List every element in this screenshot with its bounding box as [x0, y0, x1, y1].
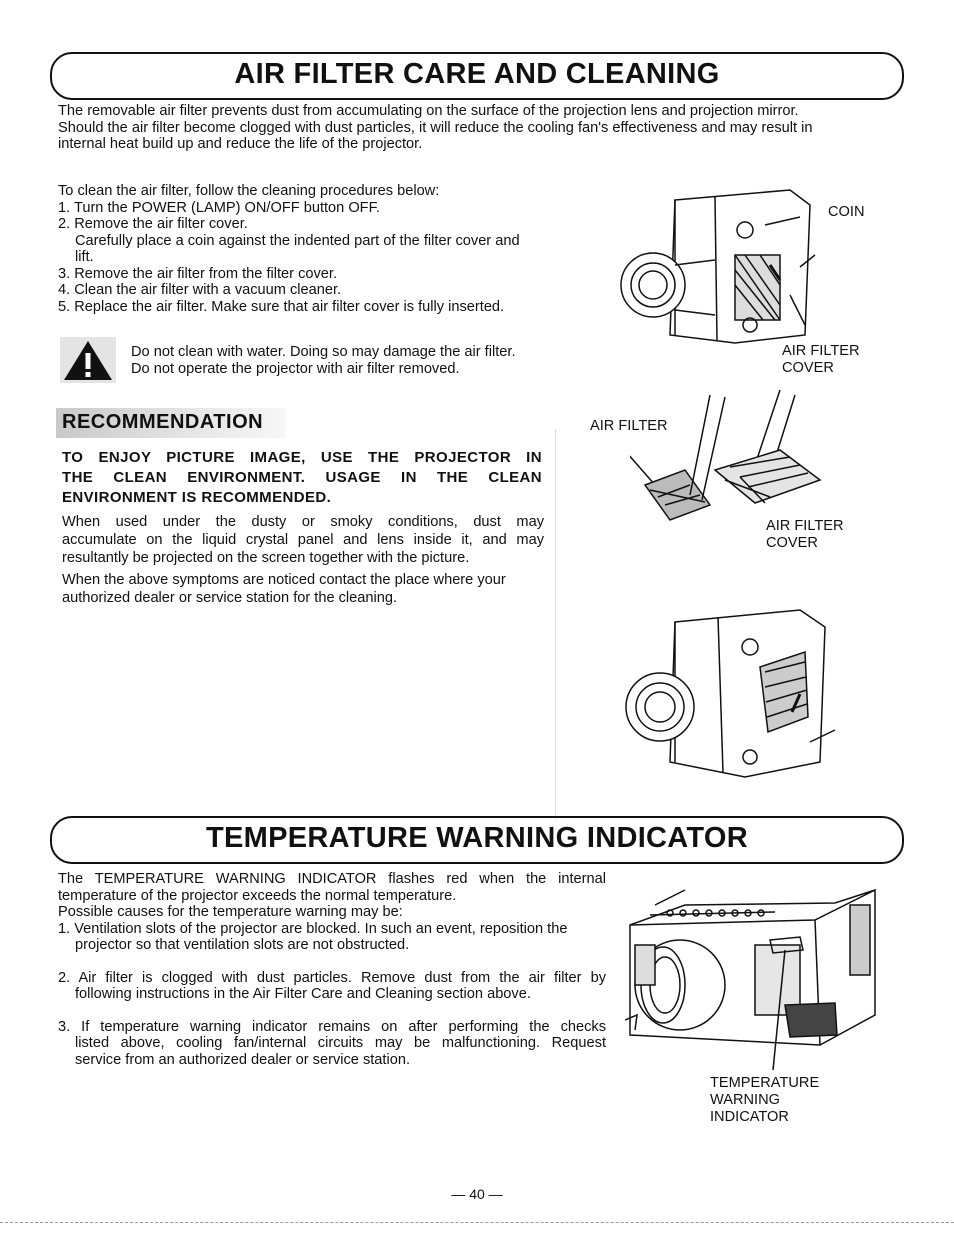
intro-line: The removable air filter prevents dust f… [58, 103, 799, 119]
section-title: TEMPERATURE WARNING INDICATOR [206, 822, 748, 854]
recommendation-bar [56, 408, 286, 438]
step-item: 3. Remove the air filter from the filter… [58, 265, 338, 282]
cause-detail: following instructions in the Air Filter… [75, 986, 531, 1002]
body-line: When used under the dusty or smoky condi… [62, 514, 544, 530]
warning-text: Do not clean with water. Doing so may da… [131, 344, 571, 377]
section-banner-air-filter: AIR FILTER CARE AND CLEANING [50, 52, 904, 100]
recommendation-title: RECOMMENDATION [62, 411, 264, 433]
cause-detail: service from an authorized dealer or ser… [75, 1051, 411, 1068]
section-title: AIR FILTER CARE AND CLEANING [234, 58, 720, 90]
step-detail: lift. [75, 249, 94, 265]
scan-edge-line [0, 1222, 954, 1223]
cause-item: 2. Air filter is clogged with dust parti… [58, 969, 606, 986]
body-line: When the above symptoms are noticed cont… [62, 572, 506, 588]
intro-paragraph: The removable air filter prevents dust f… [58, 103, 898, 153]
step-detail: Carefully place a coin against the inden… [75, 232, 520, 249]
temp-line: temperature of the projector exceeds the… [58, 887, 457, 904]
temp-line: The TEMPERATURE WARNING INDICATOR flashe… [58, 871, 606, 887]
coin-label: COIN [828, 204, 865, 220]
air-filter-label: AIR FILTER [590, 418, 668, 434]
body-line: accumulate on the liquid crystal panel a… [62, 532, 544, 548]
steps-intro: To clean the air filter, follow the clea… [58, 183, 440, 199]
projector-coin-illustration [620, 189, 816, 344]
page-number: — 40 — [451, 1186, 503, 1202]
cleaning-steps: To clean the air filter, follow the clea… [58, 183, 578, 315]
step-item: 4. Clean the air filter with a vacuum cl… [58, 282, 342, 298]
label-line: COVER [766, 535, 818, 551]
temperature-indicator-label: TEMPERATURE WARNING INDICATOR [710, 1075, 819, 1126]
headline-line: THE CLEAN ENVIRONMENT. USAGE IN THE CLEA… [62, 469, 542, 486]
intro-line: Should the air filter become clogged wit… [58, 119, 813, 136]
cause-detail: listed above, cooling fan/internal circu… [75, 1035, 606, 1051]
filter-removal-illustration [630, 389, 822, 521]
cause-item: 3. If temperature warning indicator rema… [58, 1018, 606, 1035]
headline-line: TO ENJOY PICTURE IMAGE, USE THE PROJECTO… [62, 449, 542, 466]
section-banner-temperature: TEMPERATURE WARNING INDICATOR [50, 816, 904, 864]
label-line: WARNING [710, 1092, 780, 1108]
cause-detail: projector so that ventilation slots are … [75, 937, 410, 953]
projector-cover-illustration [625, 609, 836, 778]
recommendation-body: When used under the dusty or smoky condi… [62, 513, 544, 607]
temperature-text: The TEMPERATURE WARNING INDICATOR flashe… [58, 871, 606, 1068]
projector-front-illustration [625, 888, 876, 1071]
warning-line: Do not operate the projector with air fi… [131, 360, 460, 377]
headline-line: ENVIRONMENT IS RECOMMENDED. [62, 489, 332, 506]
intro-line: internal heat build up and reduce the li… [58, 136, 423, 152]
label-line: TEMPERATURE [710, 1075, 820, 1091]
cause-item: 1. Ventilation slots of the projector ar… [58, 920, 568, 937]
temp-line: Possible causes for the temperature warn… [58, 904, 403, 920]
air-filter-cover-label: AIR FILTER COVER [782, 343, 860, 377]
body-line: resultantly be projected on the screen t… [62, 550, 470, 566]
step-item: 5. Replace the air filter. Make sure tha… [58, 298, 505, 315]
air-filter-cover-label-2: AIR FILTER COVER [766, 518, 844, 552]
warning-line: Do not clean with water. Doing so may da… [131, 344, 516, 360]
column-divider [555, 430, 557, 820]
recommendation-headline: TO ENJOY PICTURE IMAGE, USE THE PROJECTO… [62, 448, 542, 508]
label-line: COVER [782, 360, 834, 376]
body-line: authorized dealer or service station for… [62, 590, 398, 606]
label-line: AIR FILTER [766, 518, 844, 534]
label-line: INDICATOR [710, 1109, 789, 1125]
warning-triangle-icon [60, 337, 116, 383]
label-line: AIR FILTER [782, 343, 860, 359]
step-item: 2. Remove the air filter cover. [58, 216, 248, 232]
step-item: 1. Turn the POWER (LAMP) ON/OFF button O… [58, 199, 380, 216]
